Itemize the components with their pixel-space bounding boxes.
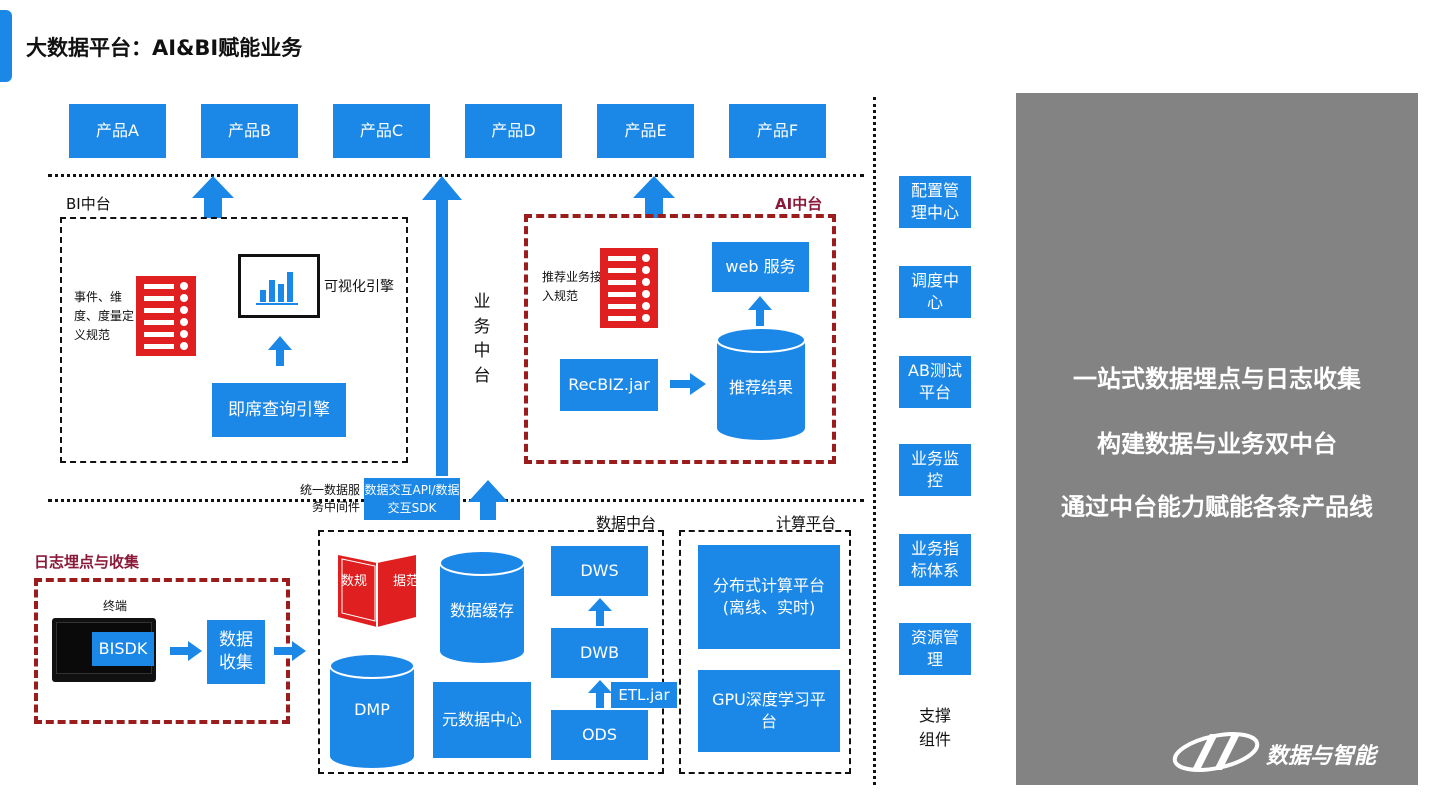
product-b: 产品B bbox=[201, 104, 298, 158]
metadata-center-box: 元数据中心 bbox=[433, 682, 531, 758]
support-resource-mgmt: 资源管理 bbox=[899, 623, 971, 675]
arrow-ods-to-dwb-icon bbox=[588, 680, 612, 708]
summary-line-1: 一站式数据埋点与日志收集 bbox=[1073, 365, 1361, 393]
adhoc-query-engine: 即席查询引擎 bbox=[212, 383, 346, 437]
data-collect-box: 数据收集 bbox=[207, 620, 265, 684]
arrow-dwb-to-dws-icon bbox=[588, 598, 612, 626]
support-business-monitor: 业务监控 bbox=[899, 444, 971, 496]
arrow-result-to-web-icon bbox=[748, 296, 772, 326]
data-cache-label: 数据缓存 bbox=[449, 601, 514, 620]
data-cache-cylinder bbox=[440, 551, 524, 663]
dmp-label: DMP bbox=[354, 700, 390, 719]
ai-platform-frame bbox=[524, 214, 836, 464]
api-sdk-box: 数据交互API/数据交互SDK bbox=[364, 478, 460, 520]
product-a: 产品A bbox=[69, 104, 166, 158]
support-ab-test: AB测试平台 bbox=[899, 356, 971, 408]
product-d: 产品D bbox=[465, 104, 562, 158]
data-mid-frame bbox=[318, 530, 664, 774]
rec-norms-label: 推荐业务接入规范 bbox=[542, 270, 603, 304]
compute-platform-label: 计算平台 bbox=[776, 514, 837, 532]
bisdk-box: BISDK bbox=[92, 632, 154, 666]
arrow-sdk-to-collect-icon bbox=[170, 641, 202, 661]
summary-panel: 一站式数据埋点与日志收集 构建数据与业务双中台 通过中台能力赋能各条产品线 bbox=[1016, 93, 1418, 785]
arrow-collect-to-data-mid-icon bbox=[274, 641, 306, 661]
compute-platform-frame bbox=[679, 530, 851, 774]
rec-spec-document-icon bbox=[600, 248, 658, 328]
arrow-ai-to-product-icon bbox=[633, 176, 675, 218]
data-norms-book-icon bbox=[338, 555, 416, 627]
dwb-box: DWB bbox=[551, 628, 648, 678]
page-title: 大数据平台：AI&BI赋能业务 bbox=[26, 36, 303, 60]
web-service-box: web 服务 bbox=[712, 242, 809, 292]
arrow-adhoc-to-viz-icon bbox=[268, 336, 292, 366]
distributed-compute-box: 分布式计算平台(离线、实时) bbox=[698, 545, 840, 649]
arrow-business-mid-icon bbox=[422, 176, 462, 476]
brand-logo-icon bbox=[1172, 732, 1260, 772]
dmp-cylinder bbox=[330, 654, 414, 768]
top-separator bbox=[48, 174, 864, 177]
rec-result-cylinder bbox=[717, 328, 805, 440]
ai-platform-label: AI中台 bbox=[775, 195, 823, 213]
bi-platform-frame bbox=[60, 217, 408, 463]
product-c: 产品C bbox=[333, 104, 430, 158]
terminal-label: 终端 bbox=[103, 599, 128, 613]
support-config-center: 配置管理中心 bbox=[899, 176, 971, 228]
title-accent-bar bbox=[0, 10, 12, 82]
support-scheduler-center: 调度中心 bbox=[899, 266, 971, 318]
recbiz-jar-box: RecBIZ.jar bbox=[560, 359, 658, 411]
book-right-text: 据范 bbox=[392, 574, 419, 589]
support-metrics-system: 业务指标体系 bbox=[899, 534, 971, 586]
arrow-bi-to-product-icon bbox=[192, 176, 234, 218]
business-mid-label: 业务中台 bbox=[473, 292, 491, 386]
summary-line-3: 通过中台能力赋能各条产品线 bbox=[1061, 493, 1373, 521]
product-e: 产品E bbox=[597, 104, 694, 158]
product-f: 产品F bbox=[729, 104, 826, 158]
bi-platform-label: BI中台 bbox=[66, 195, 111, 213]
gpu-platform-box: GPU深度学习平台 bbox=[698, 670, 840, 752]
middleware-label: 统一数据服务中间件 bbox=[299, 483, 360, 515]
chart-monitor-icon bbox=[238, 254, 320, 318]
spec-document-icon bbox=[136, 276, 196, 356]
etl-jar-box: ETL.jar bbox=[611, 682, 677, 708]
arrow-recbiz-to-result-icon bbox=[670, 373, 706, 395]
book-left-text: 数规 bbox=[340, 574, 367, 589]
brand-logo-text: 数据与智能 bbox=[1266, 744, 1377, 769]
bi-norms-label: 事件、维度、度量定义规范 bbox=[74, 290, 135, 343]
log-collection-label: 日志埋点与收集 bbox=[34, 553, 140, 571]
vertical-separator bbox=[873, 97, 876, 785]
arrow-data-to-service-icon bbox=[468, 480, 508, 520]
ods-box: ODS bbox=[551, 710, 648, 760]
summary-line-2: 构建数据与业务双中台 bbox=[1097, 430, 1337, 458]
dws-box: DWS bbox=[551, 546, 648, 596]
data-mid-label: 数据中台 bbox=[596, 514, 657, 532]
support-components-label: 支撑组件 bbox=[918, 706, 951, 749]
viz-engine-label: 可视化引擎 bbox=[324, 279, 394, 295]
rec-result-label: 推荐结果 bbox=[728, 378, 793, 397]
